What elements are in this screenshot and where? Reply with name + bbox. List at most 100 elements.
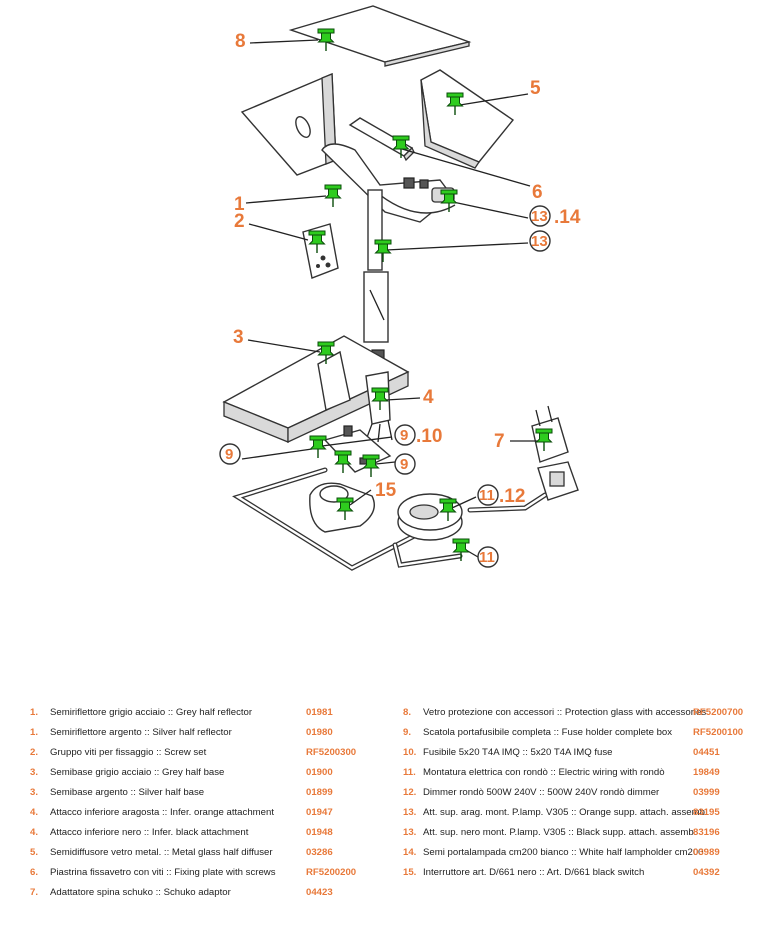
- part-row: 5. Semidiffusore vetro metal. :: Metal gl…: [30, 843, 380, 863]
- part-description: Gruppo viti per fissaggio :: Screw set: [50, 747, 207, 758]
- part-description: Semibase grigio acciaio :: Grey half bas…: [50, 767, 225, 778]
- protection-glass: [288, 5, 472, 67]
- part-code: 01980: [306, 727, 333, 738]
- part-code: 03989: [693, 847, 720, 858]
- part-description: Att. sup. nero mont. P.lamp. V305 :: Bla…: [423, 827, 697, 838]
- callout-5: 5: [530, 78, 541, 99]
- callout-14: .14: [554, 207, 581, 228]
- part-code: 01899: [306, 787, 333, 798]
- callout-10: .10: [416, 426, 442, 447]
- part-description: Att. sup. arag. mont. P.lamp. V305 :: Or…: [423, 807, 708, 818]
- part-code: RF5200100: [693, 727, 744, 738]
- screw-set-plate: [302, 223, 339, 279]
- part-code: RF5200300: [306, 747, 357, 758]
- part-code: 01900: [306, 767, 333, 778]
- part-row: 10. Fusibile 5x20 T4A IMQ :: 5x20 T4A IMQ…: [403, 743, 763, 763]
- callout-12: .12: [499, 486, 525, 507]
- pin-1-icon: [324, 184, 342, 208]
- callout-9c: 9: [400, 456, 408, 473]
- part-code: RF5200200: [306, 867, 357, 878]
- part-description: Piastrina fissavetro con viti :: Fixing …: [50, 867, 276, 878]
- part-description: Semidiffusore vetro metal. :: Metal glas…: [50, 847, 273, 858]
- part-number: 12.: [403, 787, 417, 798]
- part-number: 1.: [30, 707, 39, 718]
- part-row: 1. Semiriflettore argento :: Silver half …: [30, 723, 380, 743]
- callout-labels: 8 5 1 2 6 13 .14 13 3 4 9 .10 9 9 7 15 1…: [225, 31, 581, 566]
- part-number: 4.: [30, 827, 39, 838]
- leader-lines: [241, 39, 538, 558]
- part-number: 5.: [30, 847, 39, 858]
- part-description: Semi portalampada cm200 bianco :: White …: [423, 847, 704, 858]
- callout-13a: 13: [531, 208, 548, 225]
- callout-2: 2: [234, 211, 245, 232]
- schuko-plug: [531, 405, 579, 501]
- pin-8-icon: [317, 28, 335, 52]
- callout-1: 1: [234, 194, 245, 215]
- part-number: 13.: [403, 807, 417, 818]
- lower-attachment: [365, 371, 393, 443]
- callout-9a: 9: [400, 427, 408, 444]
- part-code: 83195: [693, 807, 720, 818]
- part-description: Scatola portafusibile completa :: Fuse h…: [423, 727, 673, 738]
- exploded-diagram: 8 5 1 2 6 13 .14 13 3 4 9 .10 9 9 7 15 1…: [219, 5, 581, 571]
- part-number: 10.: [403, 747, 417, 758]
- part-number: 9.: [403, 727, 412, 738]
- part-description: Attacco inferiore aragosta :: Infer. ora…: [50, 807, 274, 818]
- part-row: 4. Attacco inferiore nero :: Infer. black…: [30, 823, 380, 843]
- stem-tube: [363, 189, 389, 373]
- part-description: Dimmer rondò 500W 240V :: 500W 240V rond…: [423, 787, 660, 798]
- power-cable: [232, 467, 548, 571]
- part-number: 4.: [30, 807, 39, 818]
- part-description: Interruttore art. D/661 nero :: Art. D/6…: [423, 867, 645, 878]
- pin-9-10-icon: [334, 450, 352, 474]
- part-number: 11.: [403, 767, 416, 778]
- part-description: Adattatore spina schuko :: Schuko adapto…: [50, 887, 231, 898]
- callout-9b: 9: [225, 446, 233, 463]
- callout-8: 8: [235, 31, 246, 52]
- part-code: 19849: [693, 767, 720, 778]
- part-code: 01947: [306, 807, 333, 818]
- upper-support-assembly: [321, 143, 456, 223]
- callout-rings: [219, 205, 551, 568]
- part-description: Fusibile 5x20 T4A IMQ :: 5x20 T4A IMQ fu…: [423, 747, 613, 758]
- part-description: Semiriflettore grigio acciaio :: Grey ha…: [50, 707, 253, 718]
- part-number: 2.: [30, 747, 39, 758]
- callout-15: 15: [375, 480, 397, 501]
- part-row: 4. Attacco inferiore aragosta :: Infer. o…: [30, 803, 380, 823]
- callout-13b: 13: [531, 233, 548, 250]
- part-number: 6.: [30, 867, 39, 878]
- callout-7: 7: [494, 431, 505, 452]
- part-row: 14. Semi portalampada cm200 bianco :: Whi…: [403, 843, 763, 863]
- pin-9b-icon: [362, 454, 380, 478]
- pin-9-icon: [309, 435, 327, 459]
- part-row: 6. Piastrina fissavetro con viti :: Fixin…: [30, 863, 380, 883]
- part-code: 04392: [693, 867, 720, 878]
- part-description: Attacco inferiore nero :: Infer. black a…: [50, 827, 249, 838]
- parts-list-right: 8. Vetro protezione con accessori :: Prot…: [403, 703, 763, 883]
- part-description: Semibase argento :: Silver half base: [50, 787, 205, 798]
- part-row: 3.Semibase grigio acciaio :: Grey half b…: [30, 763, 380, 783]
- part-row: 13.Att. sup. nero mont. P.lamp. V305 :: …: [403, 823, 763, 843]
- fuse-holder: [323, 425, 392, 473]
- part-code: 83196: [693, 827, 720, 838]
- part-row: 12. Dimmer rondò 500W 240V :: 500W 240V r…: [403, 783, 763, 803]
- part-code: 01981: [306, 707, 333, 718]
- part-code: 01948: [306, 827, 333, 838]
- part-number: 8.: [403, 707, 412, 718]
- callout-6: 6: [532, 182, 543, 203]
- part-row: 1. Semiriflettore grigio acciaio :: Grey …: [30, 703, 380, 723]
- part-number: 1.: [30, 727, 39, 738]
- part-description: Vetro protezione con accessori :: Protec…: [423, 707, 707, 718]
- part-description: Semiriflettore argento :: Silver half re…: [50, 727, 232, 738]
- part-code: 03999: [693, 787, 720, 798]
- part-code: 04451: [693, 747, 720, 758]
- part-row: 9. Scatola portafusibile completa :: Fuse…: [403, 723, 763, 743]
- part-row: 11.Montatura elettrica con rondò :: Elec…: [403, 763, 763, 783]
- half-reflector-left: [240, 72, 337, 176]
- callout-3: 3: [233, 327, 244, 348]
- part-row: 7.Adattatore spina schuko :: Schuko adap…: [30, 883, 380, 903]
- part-row: 13. Att. sup. arag. mont. P.lamp. V305 ::…: [403, 803, 763, 823]
- part-code: 04423: [306, 887, 333, 898]
- part-number: 14.: [403, 847, 417, 858]
